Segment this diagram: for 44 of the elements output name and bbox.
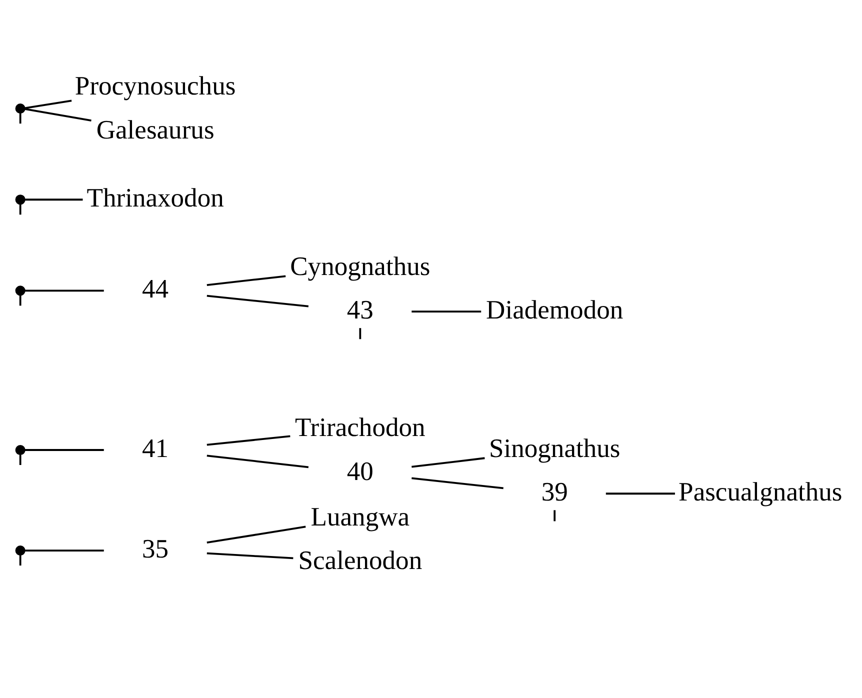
node-text: Sinognathus bbox=[488, 433, 620, 464]
node-text: Pascualgnathus bbox=[678, 476, 842, 507]
connector bbox=[359, 328, 362, 340]
node-point bbox=[15, 444, 26, 456]
node-text: Scalenodon bbox=[298, 544, 422, 575]
connector bbox=[554, 510, 556, 522]
connector bbox=[24, 449, 104, 451]
connector bbox=[19, 294, 22, 306]
connector bbox=[24, 108, 92, 122]
connector bbox=[206, 526, 306, 544]
connector bbox=[412, 477, 504, 490]
connector bbox=[206, 552, 294, 560]
connector bbox=[206, 454, 309, 468]
connector bbox=[24, 550, 104, 552]
node-point bbox=[15, 546, 26, 556]
connector bbox=[412, 310, 482, 312]
connector bbox=[206, 435, 290, 446]
connector bbox=[206, 294, 309, 308]
connector bbox=[19, 112, 22, 124]
node-text: 44 bbox=[142, 274, 169, 304]
connector bbox=[24, 100, 72, 110]
node-point bbox=[15, 194, 26, 205]
node-text: Galesaurus bbox=[96, 114, 214, 144]
connector bbox=[24, 290, 104, 292]
connector bbox=[19, 454, 22, 465]
connector bbox=[24, 198, 83, 201]
node-text: 40 bbox=[346, 456, 374, 486]
connector bbox=[206, 275, 286, 286]
connector bbox=[19, 554, 22, 566]
connector bbox=[606, 492, 675, 495]
node-text: 35 bbox=[142, 534, 169, 564]
connector bbox=[412, 457, 485, 468]
node-text: 43 bbox=[346, 294, 374, 325]
node-text: Thrinaxodon bbox=[86, 182, 224, 213]
node-text: 39 bbox=[541, 476, 568, 507]
node-text: Trirachodon bbox=[295, 412, 426, 442]
node-text: Diademodon bbox=[486, 294, 624, 325]
node-text: 41 bbox=[142, 433, 169, 464]
node-text: Cynognathus bbox=[290, 250, 430, 281]
node-point bbox=[15, 104, 26, 114]
node-text: Luangwa bbox=[310, 501, 410, 532]
connector bbox=[19, 204, 22, 215]
node-point bbox=[15, 286, 26, 296]
node-text: Procynosuchus bbox=[74, 70, 236, 101]
